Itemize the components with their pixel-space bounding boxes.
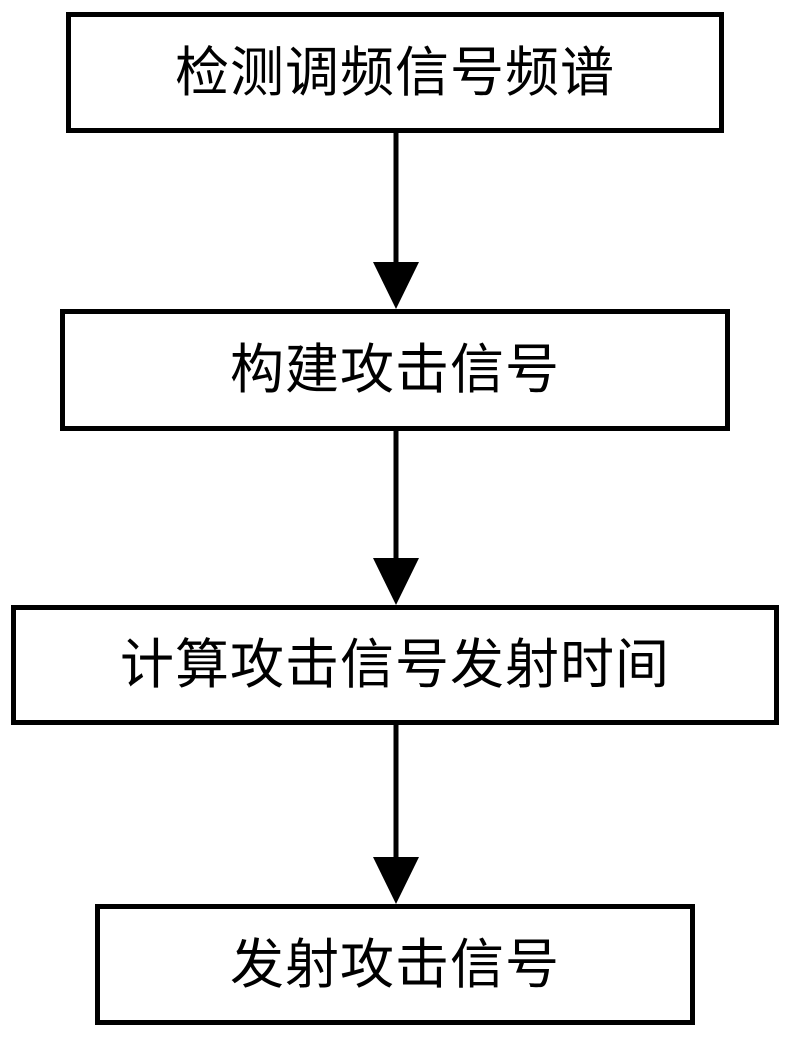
step-box-build-attack-signal: 构建攻击信号 xyxy=(60,309,730,431)
step-label: 构建攻击信号 xyxy=(230,338,560,401)
arrow-step3-to-step4 xyxy=(373,725,419,904)
step-label: 发射攻击信号 xyxy=(230,932,560,996)
arrow-step2-to-step3 xyxy=(373,431,419,605)
step-label: 检测调频信号频谱 xyxy=(175,40,615,104)
arrow-step1-to-step2 xyxy=(373,133,419,309)
step-label: 计算攻击信号发射时间 xyxy=(120,633,670,696)
step-box-detect-spectrum: 检测调频信号频谱 xyxy=(66,12,724,133)
step-box-compute-emission-time: 计算攻击信号发射时间 xyxy=(11,605,779,725)
step-box-emit-attack-signal: 发射攻击信号 xyxy=(95,904,695,1025)
